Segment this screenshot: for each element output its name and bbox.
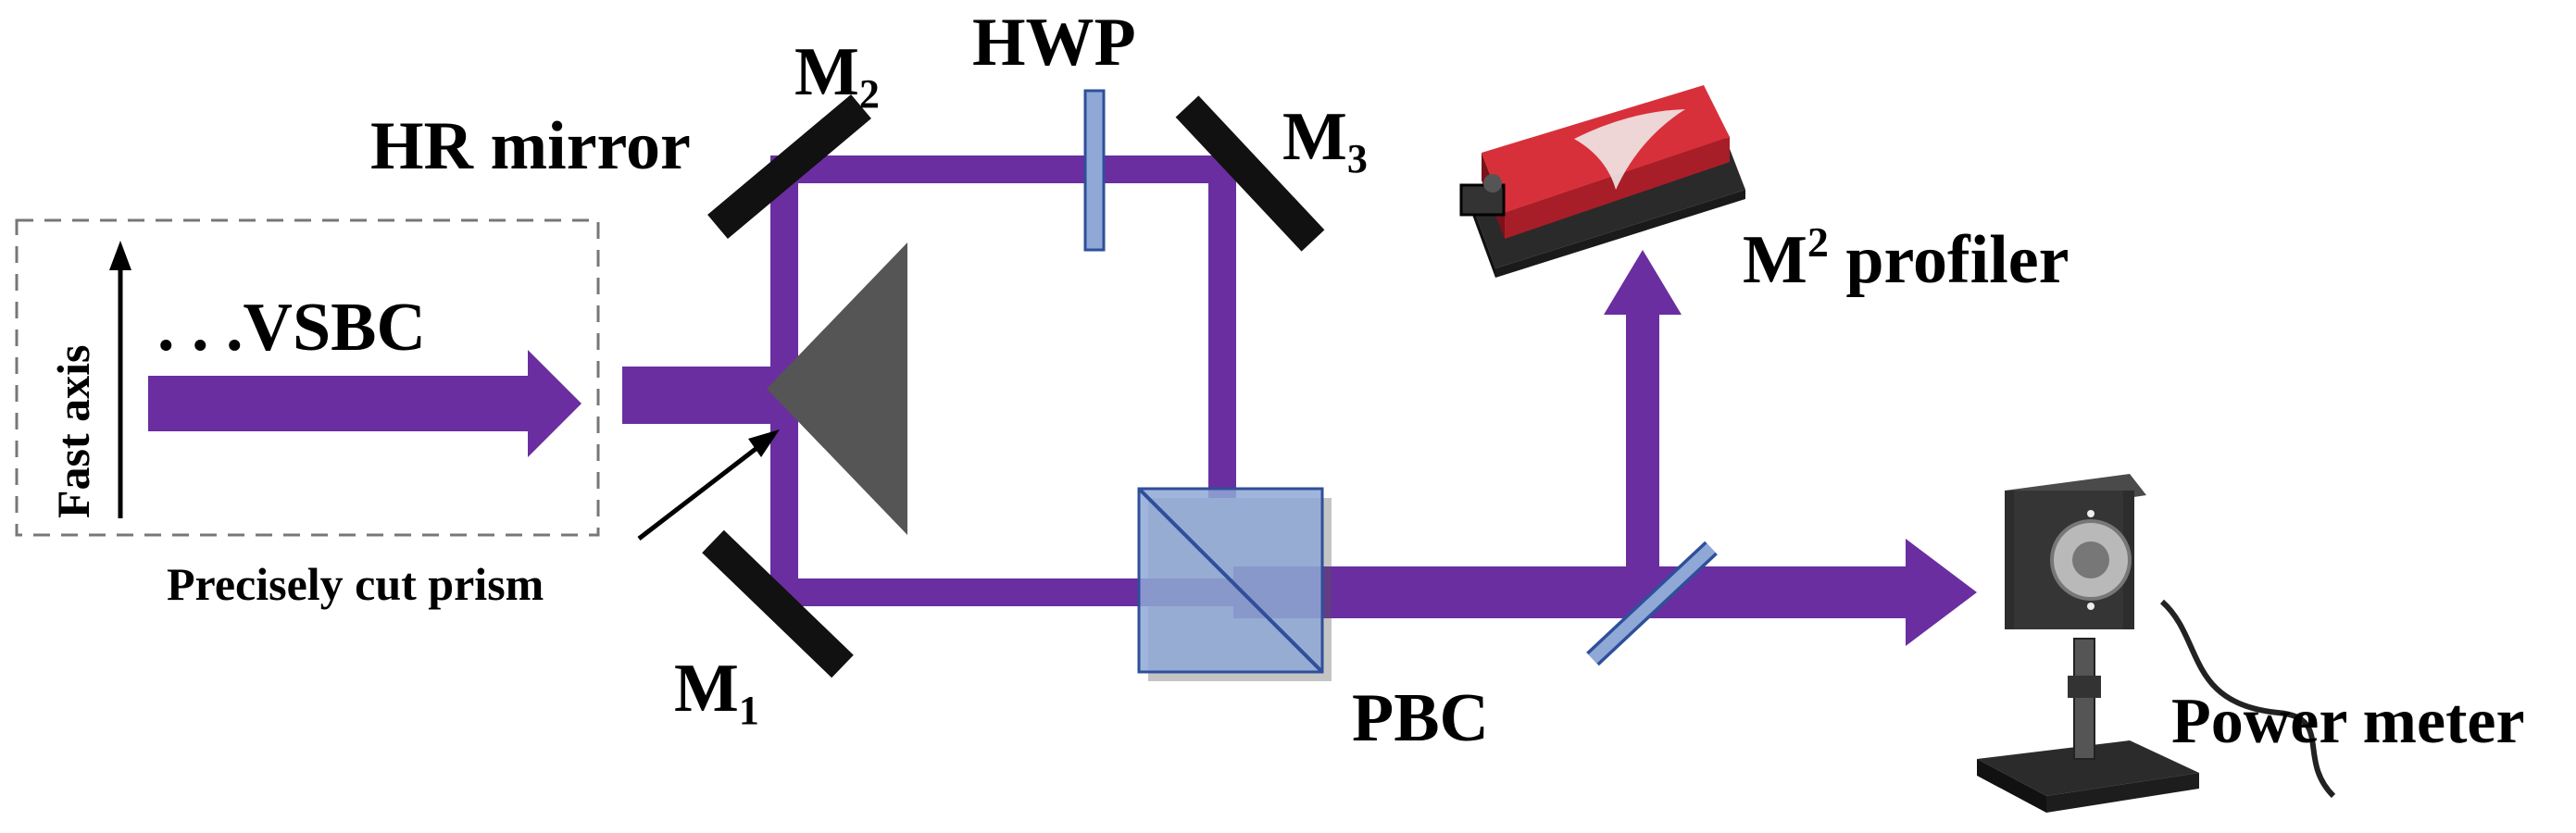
- m1-mirror-label: M1: [674, 651, 759, 733]
- power-meter-device: [1977, 474, 2336, 813]
- hr-mirror-label: HR mirror: [370, 108, 691, 184]
- fast-axis-arrow: [109, 241, 131, 518]
- mirror-m1: [702, 529, 854, 678]
- m3-mirror-label: M3: [1282, 99, 1368, 181]
- pbc-cube: [1137, 487, 1332, 681]
- mirror-m3: [1175, 95, 1325, 252]
- beam-to-prism: [622, 367, 780, 424]
- m2-mirror-label: M2: [794, 34, 880, 117]
- input-beam-arrow: [148, 350, 581, 457]
- power-meter-label: Power meter: [2171, 686, 2525, 757]
- hwp-plate: [1083, 89, 1106, 252]
- hwp-label: HWP: [972, 5, 1136, 81]
- m2-profiler-device: [1459, 85, 1745, 278]
- pbc-label: PBC: [1352, 680, 1489, 756]
- output-beam-arrow: [1233, 539, 1977, 646]
- profiler-beam-arrow: [1604, 250, 1682, 583]
- fast-axis-label: Fast axis: [47, 345, 99, 519]
- vsbc-source-box: [15, 218, 600, 537]
- prism-label: Precisely cut prism: [167, 558, 544, 610]
- prism: [767, 242, 907, 535]
- m2-profiler-label: M2 profiler: [1743, 218, 2069, 298]
- beam-splitter-plate-face: [1588, 543, 1716, 664]
- prism-pointer-arrow: [637, 429, 780, 541]
- mirror-m2: [707, 93, 871, 240]
- vsbc-label: . . .VSBC: [157, 290, 426, 366]
